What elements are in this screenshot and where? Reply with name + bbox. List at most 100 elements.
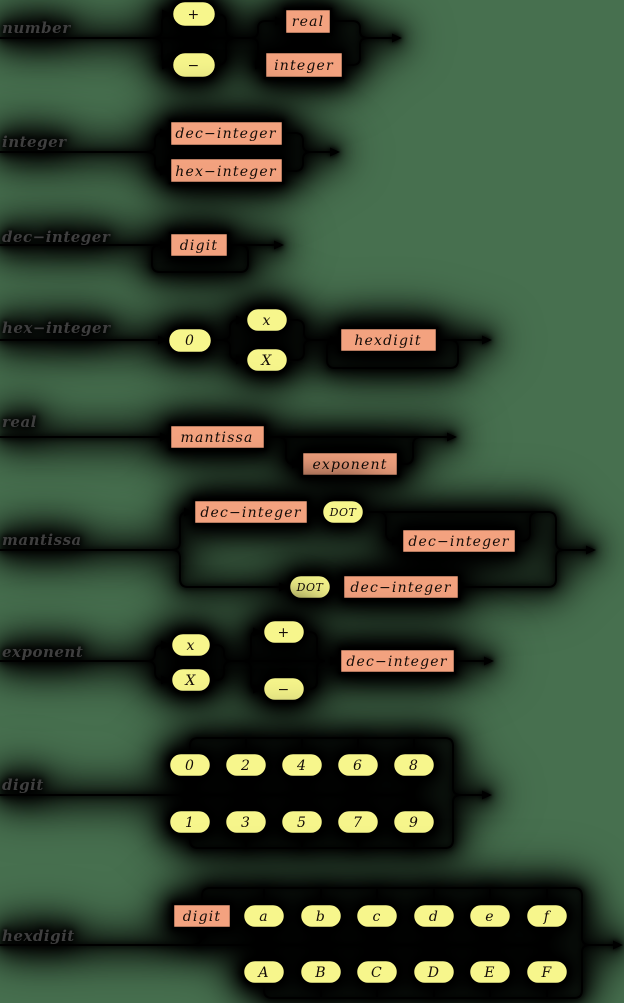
terminal-label-6: 6 — [353, 758, 363, 774]
nonterminal-label-dec-integer-optional: dec−integer — [408, 534, 509, 550]
terminal-label-c: c — [372, 909, 381, 925]
connector-lines — [0, 244, 274, 273]
terminal-pill-1 — [167, 808, 213, 836]
nonterminal-label-exponent: exponent — [312, 457, 387, 473]
arrowheads — [161, 627, 494, 694]
nonterminal-box-hexdigit — [338, 326, 439, 354]
rule-exponent-diagram: exponent x X + − dec−integer — [0, 618, 494, 703]
terminal-pill-plus — [261, 618, 307, 646]
nonterminal-box-dec-integer-bottom — [341, 573, 461, 601]
terminal-pill-b — [298, 902, 344, 930]
nonterminal-label-hex-integer: hex−integer — [175, 164, 277, 180]
nonterminal-box-digit — [168, 231, 230, 259]
nonterminal-box-dec-integer — [338, 647, 457, 675]
terminal-label-C: C — [371, 965, 383, 981]
terminal-label-7: 7 — [353, 815, 363, 831]
terminal-pill-x-lower — [244, 306, 290, 334]
terminal-pill-5 — [279, 808, 325, 836]
terminal-pill-x-lower — [169, 631, 213, 659]
terminal-label-E: E — [483, 965, 495, 981]
rule-dec-integer-diagram: dec−integer digit — [0, 228, 284, 273]
arrowheads — [185, 778, 492, 811]
nonterminal-box-dec-integer-optional — [400, 527, 518, 555]
terminal-label-A: A — [256, 965, 269, 981]
nonterminal-label-integer: integer — [274, 58, 334, 74]
connector-lines — [0, 132, 330, 172]
terminal-label-4: 4 — [296, 758, 307, 774]
arrowheads — [160, 432, 457, 469]
terminal-label-8: 8 — [409, 758, 419, 774]
arrowheads — [158, 315, 492, 365]
nonterminal-label-real: real — [292, 14, 325, 30]
terminal-label-dot-top: DOT — [329, 506, 358, 519]
nonterminal-label-digit: digit — [180, 238, 219, 254]
rule-name-hexdigit: hexdigit — [2, 927, 75, 945]
terminal-label-dot-bottom: DOT — [296, 581, 325, 594]
terminal-pill-E — [467, 958, 513, 986]
terminal-pill-minus — [261, 675, 307, 703]
nonterminal-box-dec-integer — [168, 119, 285, 148]
nonterminal-box-digit — [171, 902, 233, 930]
terminal-pill-c — [354, 902, 400, 930]
terminal-pill-d — [411, 902, 457, 930]
rule-name-mantissa: mantissa — [2, 531, 82, 549]
terminal-label-minus: − — [188, 58, 201, 74]
nonterminal-label-hexdigit: hexdigit — [354, 333, 421, 349]
terminal-label-B: B — [314, 965, 327, 981]
rule-hex-integer-diagram: hex−integer 0 x X hexdigit — [0, 306, 492, 374]
nonterminal-label-digit: digit — [183, 909, 222, 925]
terminal-pill-8 — [391, 751, 437, 779]
terminal-pill-D — [411, 958, 457, 986]
nonterminal-box-integer — [263, 50, 345, 80]
terminal-label-F: F — [541, 965, 553, 981]
nonterminal-label-dec-integer: dec−integer — [346, 654, 447, 670]
terminal-pill-x-upper — [244, 346, 290, 374]
nonterminal-label-mantissa: mantissa — [180, 430, 253, 446]
terminal-pill-dot-bottom — [287, 573, 333, 601]
terminal-pill-2 — [223, 751, 269, 779]
terminal-pill-4 — [279, 751, 325, 779]
terminal-label-plus: + — [188, 7, 201, 23]
rule-name-dec-integer: dec−integer — [2, 228, 111, 246]
arrowheads — [184, 507, 596, 592]
terminal-pill-0 — [167, 751, 213, 779]
nonterminal-box-hex-integer — [168, 156, 285, 185]
terminal-pill-a — [241, 902, 287, 930]
connector-lines — [0, 511, 586, 588]
nonterminal-box-real — [283, 7, 333, 36]
arrowheads — [160, 128, 340, 176]
terminal-label-plus: + — [278, 625, 291, 641]
rule-real-diagram: real mantissa exponent — [0, 413, 457, 478]
terminal-pill-plus — [170, 0, 218, 29]
terminal-label-x-lower: x — [186, 638, 195, 654]
terminal-pill-B — [298, 958, 344, 986]
terminal-pill-7 — [335, 808, 381, 836]
terminal-label-f: f — [543, 909, 552, 925]
terminal-label-b: b — [316, 909, 326, 925]
rule-name-number: number — [2, 19, 71, 37]
rule-name-digit: digit — [2, 776, 44, 794]
terminal-label-a: a — [259, 909, 269, 925]
rule-mantissa-diagram: mantissa dec−integer DOT dec−integer DOT… — [0, 498, 596, 601]
arrowheads — [162, 9, 402, 70]
rule-digit-diagram: digit 0 2 4 6 8 1 3 5 7 9 — [0, 737, 492, 849]
terminal-label-zero: 0 — [185, 333, 195, 349]
connector-lines — [0, 13, 392, 66]
terminal-pill-x-upper — [169, 666, 213, 694]
terminal-label-d: d — [429, 909, 439, 925]
terminal-label-5: 5 — [297, 815, 307, 831]
rule-name-integer: integer — [2, 133, 67, 151]
terminal-pill-C — [354, 958, 400, 986]
nonterminal-label-dec-integer-top: dec−integer — [200, 505, 301, 521]
terminal-label-x-lower: x — [262, 313, 271, 329]
terminal-pill-A — [241, 958, 287, 986]
nonterminal-label-dec-integer: dec−integer — [175, 126, 276, 142]
terminal-pill-dot-top — [320, 498, 366, 526]
terminal-pill-minus — [170, 50, 218, 80]
nonterminal-box-dec-integer-top — [192, 498, 310, 526]
nonterminal-box-exponent — [300, 450, 400, 478]
terminal-pill-6 — [335, 751, 381, 779]
connector-lines — [0, 631, 484, 690]
terminal-pill-e — [467, 902, 513, 930]
